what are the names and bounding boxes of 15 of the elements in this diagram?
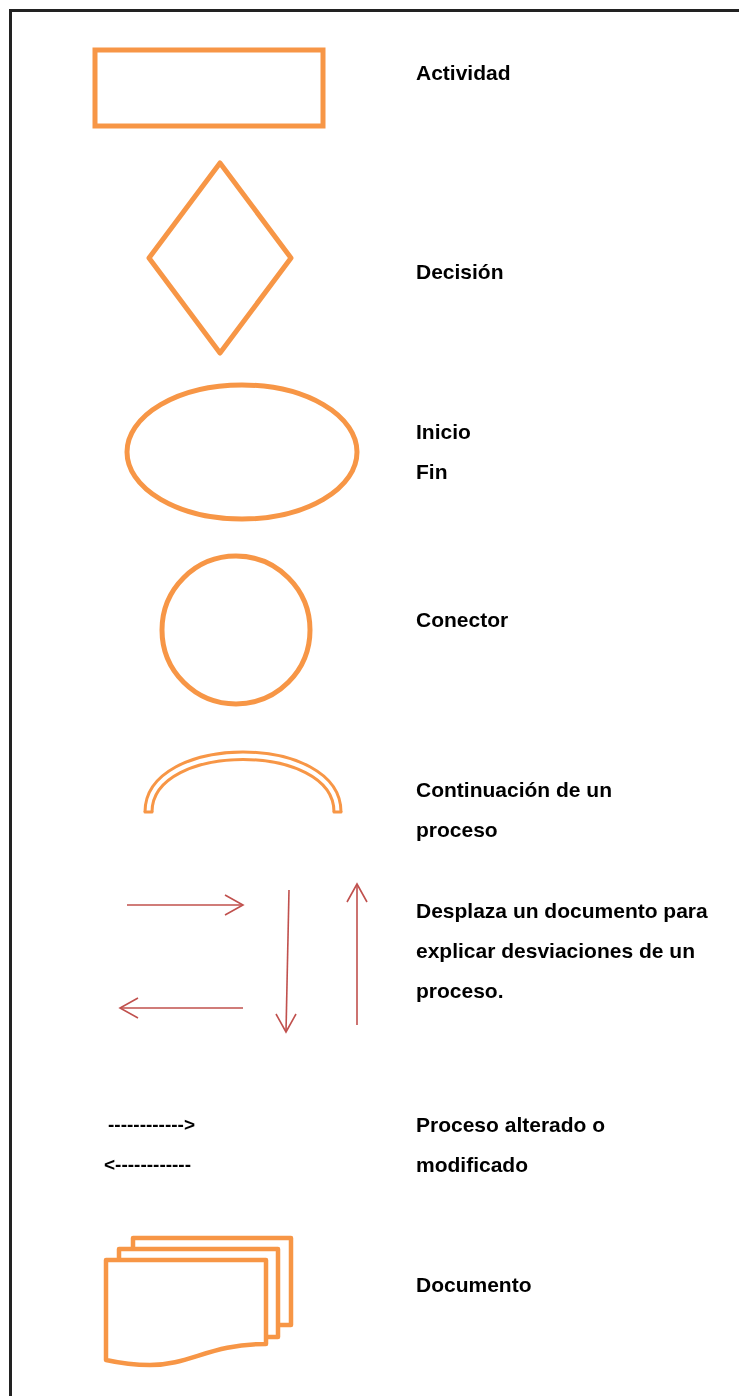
symbol-caption: Decisión xyxy=(416,259,505,285)
symbol-caption: Actividad xyxy=(416,60,512,86)
dashed-arrow-text: ------------> xyxy=(108,1113,196,1137)
document-stack-symbol xyxy=(102,1234,295,1368)
ellipse-symbol xyxy=(124,382,360,522)
dashed-arrow-text: <------------ xyxy=(104,1153,192,1177)
symbol-caption: Documento xyxy=(416,1272,533,1298)
symbol-caption: Desplaza un documento para explicar desviaciones de un proceso. xyxy=(416,898,709,1004)
circle-symbol xyxy=(159,553,313,707)
diamond-symbol xyxy=(145,159,295,357)
rectangle-symbol xyxy=(92,47,326,129)
symbol-caption: Proceso alterado o modificado xyxy=(416,1112,607,1178)
symbol-caption: Continuación de un proceso xyxy=(416,777,613,843)
symbol-caption: Conector xyxy=(416,607,510,633)
symbol-caption: Inicio Fin xyxy=(416,419,471,485)
